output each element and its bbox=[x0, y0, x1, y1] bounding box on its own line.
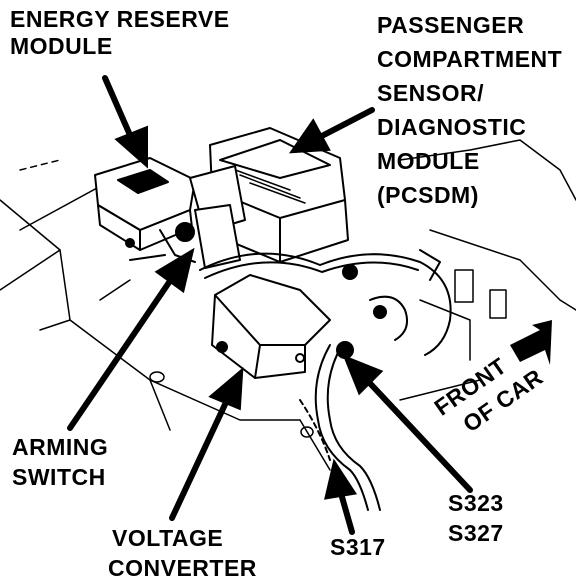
label-s323-s327: S323 S327 bbox=[448, 488, 504, 548]
arrow-s323-s327 bbox=[342, 354, 473, 493]
label-arming-switch: ARMING SWITCH bbox=[12, 432, 108, 492]
wiring-harness bbox=[199, 249, 452, 511]
label-line: S327 bbox=[448, 520, 504, 546]
label-line: SWITCH bbox=[12, 464, 106, 490]
arrow-pcsdm bbox=[289, 107, 375, 154]
label-line: (PCSDM) bbox=[377, 182, 479, 208]
label-line: DIAGNOSTIC bbox=[377, 114, 527, 140]
arrow-front-of-car bbox=[510, 320, 552, 365]
arrow-voltage-converter bbox=[169, 367, 244, 521]
label-line: CONVERTER bbox=[108, 555, 257, 581]
label-line: VOLTAGE bbox=[112, 525, 224, 551]
label-line: PASSENGER bbox=[377, 12, 525, 38]
label-line: MODULE bbox=[10, 33, 113, 59]
arrow-energy-reserve-module bbox=[102, 75, 148, 169]
label-line: ENERGY RESERVE bbox=[10, 6, 230, 32]
label-line: ARMING bbox=[12, 434, 109, 460]
label-s317: S317 bbox=[330, 534, 386, 560]
label-line: MODULE bbox=[377, 148, 480, 174]
floor-pan bbox=[0, 139, 576, 471]
energy-reserve-module-body bbox=[94, 157, 196, 251]
arrow-s317 bbox=[324, 458, 358, 535]
arrow-arming-switch bbox=[67, 247, 195, 431]
label-line: COMPARTMENT bbox=[377, 46, 563, 72]
label-energy-reserve-module: ENERGY RESERVE MODULE bbox=[10, 6, 230, 60]
label-voltage-converter: VOLTAGE CONVERTER bbox=[108, 523, 257, 583]
label-line: SENSOR/ bbox=[377, 80, 485, 106]
label-pcsdm: PASSENGER COMPARTMENT SENSOR/ DIAGNOSTIC… bbox=[377, 8, 562, 212]
voltage-converter-body bbox=[211, 274, 331, 379]
arming-switch-body bbox=[129, 204, 241, 269]
label-line: S323 bbox=[448, 490, 504, 516]
